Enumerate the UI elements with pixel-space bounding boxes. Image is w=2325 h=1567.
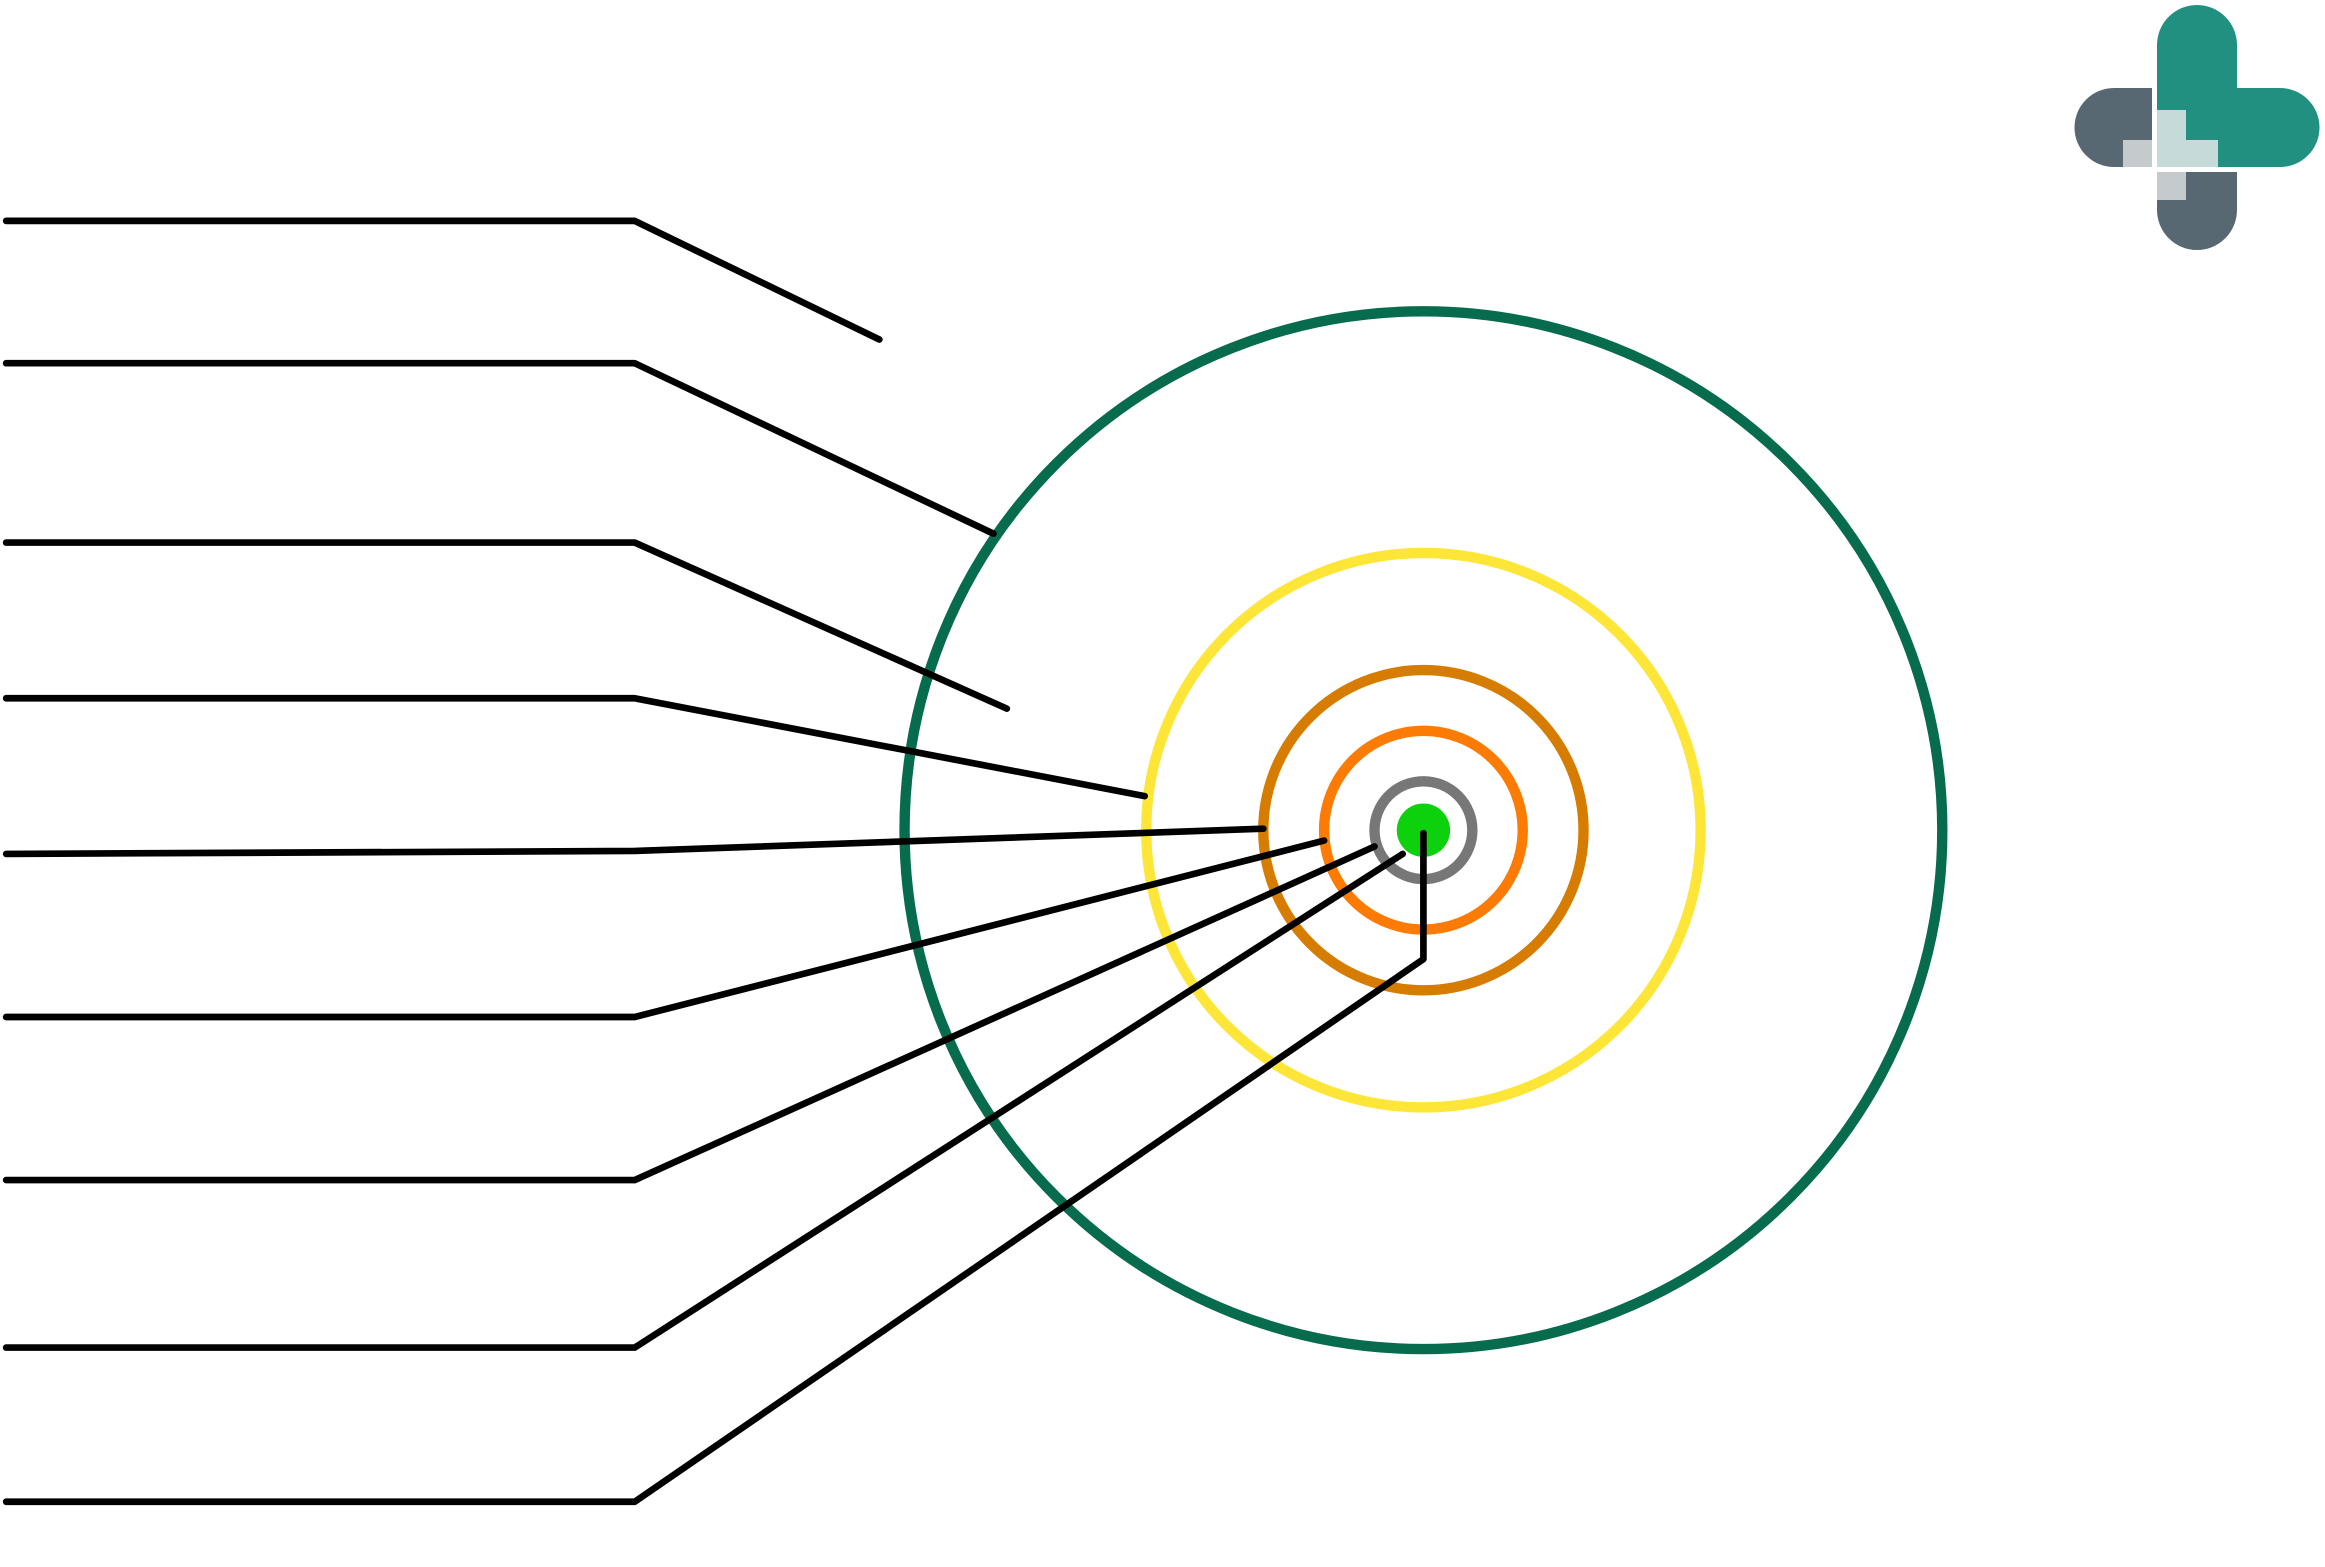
ring-outer (899, 306, 1948, 1355)
leader-line-6 (2, 837, 1328, 1021)
leader-line-2 (2, 359, 997, 538)
leader-line-3 (2, 539, 1011, 712)
leader-line-7 (2, 843, 1378, 1184)
logo-cross-icon (2074, 5, 2320, 250)
leader-line-1 (2, 217, 883, 343)
leader-line-8 (2, 850, 1407, 1351)
leader-line-5 (2, 825, 1267, 858)
leader-line-9 (2, 829, 1427, 1506)
leader-line-4 (2, 694, 1149, 800)
